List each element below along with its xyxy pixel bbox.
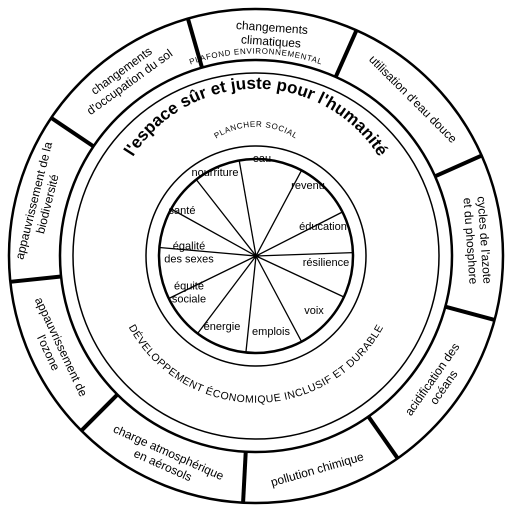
social-voix: voix: [304, 305, 324, 317]
wedge-divider: [255, 255, 303, 342]
wedge-divider: [195, 179, 257, 257]
social-energie: énergie: [204, 321, 241, 333]
social-nourriture: nourriture: [191, 167, 238, 179]
inner-wedge-labels: eau revenu éducation résilience voix emplois é…: [164, 153, 349, 338]
social-eau: eau: [253, 153, 271, 165]
wedge-divider: [170, 208, 257, 257]
social-revenu: revenu: [291, 180, 325, 192]
social-resilience: résilience: [303, 257, 349, 269]
outer-divider: [444, 304, 496, 322]
outer-divider: [241, 451, 248, 503]
wedge-divider: [245, 255, 257, 353]
wedge-divider: [255, 211, 343, 257]
outer-divider: [333, 29, 359, 78]
outer-divider: [434, 153, 483, 179]
outer-divider: [185, 18, 204, 69]
wedge-divider: [168, 255, 257, 300]
social-education: éducation: [299, 221, 347, 233]
boundary-changements-climatiques: changementsclimatiques: [235, 18, 309, 51]
outer-divider: [366, 415, 400, 460]
outer-divider: [50, 116, 95, 149]
wedge-divider: [238, 160, 257, 257]
outer-ring-dividers: [10, 18, 496, 503]
inner-wedge-dividers: [159, 160, 353, 353]
wedge-divider: [197, 255, 257, 334]
wedge-divider: [255, 255, 345, 298]
wedge-divider: [255, 251, 353, 257]
boundary-cycles-de-l-azote-et-du-phosphore: cycles de l'azoteet du phosphore: [460, 196, 494, 286]
outer-divider: [79, 393, 119, 433]
outer-divider: [10, 274, 62, 284]
wedge-divider: [159, 246, 257, 257]
wedge-divider: [255, 170, 303, 257]
social-sante: santé: [169, 205, 196, 217]
social-emplois: emplois: [252, 326, 290, 338]
